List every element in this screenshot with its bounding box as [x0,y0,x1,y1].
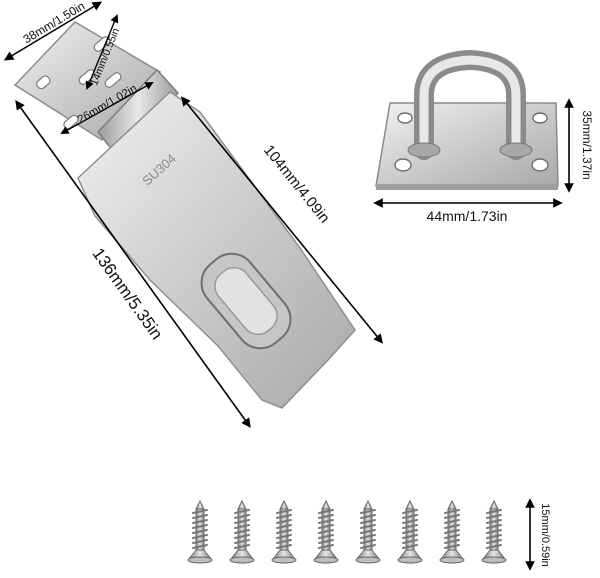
dim-staple-height: 35mm/1.37in [580,110,594,179]
dim-staple-width: 44mm/1.73in [427,208,508,224]
hasp-group: SU304 [13,21,356,409]
screw [313,499,339,564]
dim-arrow-plate [180,96,384,344]
staple-dimensions: 44mm/1.73in 35mm/1.37in [373,98,594,224]
dim-arrow-slot [85,14,119,90]
hasp-screw-hole [36,75,51,90]
staple-group [375,49,559,190]
screws-row [187,499,507,564]
screw [271,499,297,564]
dim-arrow-width [3,1,103,61]
screw [355,499,381,564]
screw [439,499,465,564]
dim-arrow-total [15,100,251,428]
screw-dimension: 15mm/0.59in [525,498,551,571]
screw [187,499,213,564]
screw [481,499,507,564]
staple-screw-hole [397,112,413,124]
staple-screw-hole [394,158,412,172]
screw [397,499,423,564]
staple-screw-hole [532,112,548,124]
dim-screw-length: 15mm/0.59in [539,503,551,567]
staple-screw-hole [531,158,549,172]
screw [229,499,255,564]
